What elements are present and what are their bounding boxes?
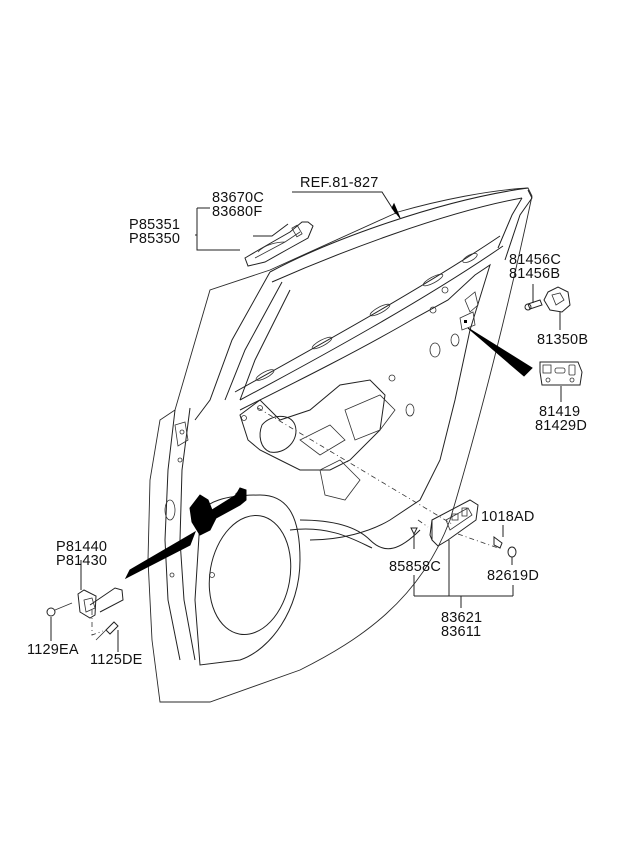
door-latch [539, 361, 583, 402]
latch-pointer [467, 327, 533, 377]
callout-83670C: 83670C [212, 190, 264, 206]
reference-label: REF.81-827 [300, 175, 379, 191]
door-panel [147, 187, 533, 703]
ref-leader [292, 191, 401, 219]
outside-handle [195, 207, 314, 267]
door-checker [46, 560, 124, 652]
callout-P85350: P85350 [129, 231, 181, 247]
callout-81429D: 81429D [535, 418, 587, 434]
callout-83680F: 83680F [212, 204, 263, 220]
checker-pointer [124, 530, 196, 580]
callout-83611: 83611 [441, 624, 482, 640]
callout-P81430: P81430 [56, 553, 108, 569]
callout-83621: 83621 [441, 610, 483, 626]
callout-P81440: P81440 [56, 539, 108, 555]
callout-81456C: 81456C [509, 252, 561, 268]
callout-81350B: 81350B [537, 332, 589, 348]
callout-82619D: 82619D [487, 568, 539, 584]
callout-81456B: 81456B [509, 266, 561, 282]
callout-1129EA: 1129EA [27, 642, 79, 658]
callout-81419: 81419 [539, 404, 581, 420]
callout-85858C: 85858C [389, 559, 441, 575]
callout-1125DE: 1125DE [90, 652, 143, 668]
callout-1018AD: 1018AD [481, 509, 535, 525]
striker-assembly [524, 284, 571, 330]
callout-P85351: P85351 [129, 217, 181, 233]
door-checker-highlight [189, 487, 247, 536]
switch-panel [410, 499, 517, 608]
